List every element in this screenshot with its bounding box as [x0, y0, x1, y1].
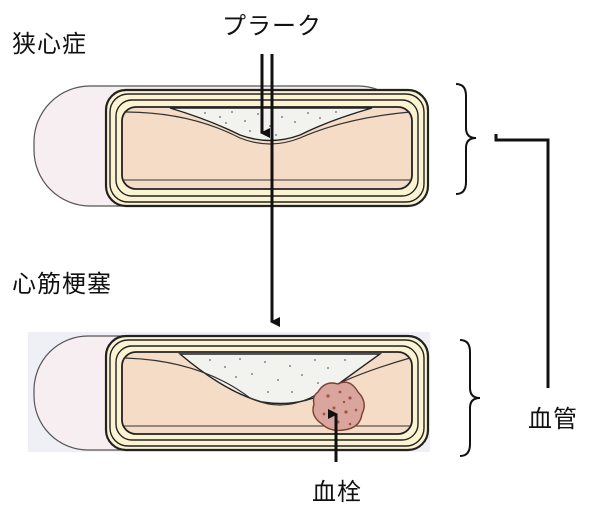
- plaque-label: プラーク: [222, 12, 322, 40]
- thrombus-label: 血栓: [312, 478, 362, 506]
- angina-vessel-lumen: [121, 106, 413, 190]
- infarction-plaque-dots: [209, 358, 346, 393]
- vessel-label: 血管: [528, 405, 578, 433]
- infarction-lumen-contour: [123, 357, 411, 406]
- angina-lumen-contour: [123, 111, 411, 145]
- brace-top: [455, 83, 477, 195]
- infarction-label: 心筋梗塞: [12, 270, 112, 298]
- angina-vessel: [33, 85, 430, 208]
- infarction-vessel: [33, 334, 430, 452]
- infarction-plaque: [178, 353, 383, 405]
- brace-bottom: [459, 339, 481, 457]
- angina-plaque-dots: [204, 111, 337, 136]
- plaque-arrows: [260, 54, 280, 327]
- thrombus-clot: [312, 381, 365, 432]
- vessel-connector: [494, 134, 550, 388]
- angina-label: 狭心症: [12, 30, 87, 58]
